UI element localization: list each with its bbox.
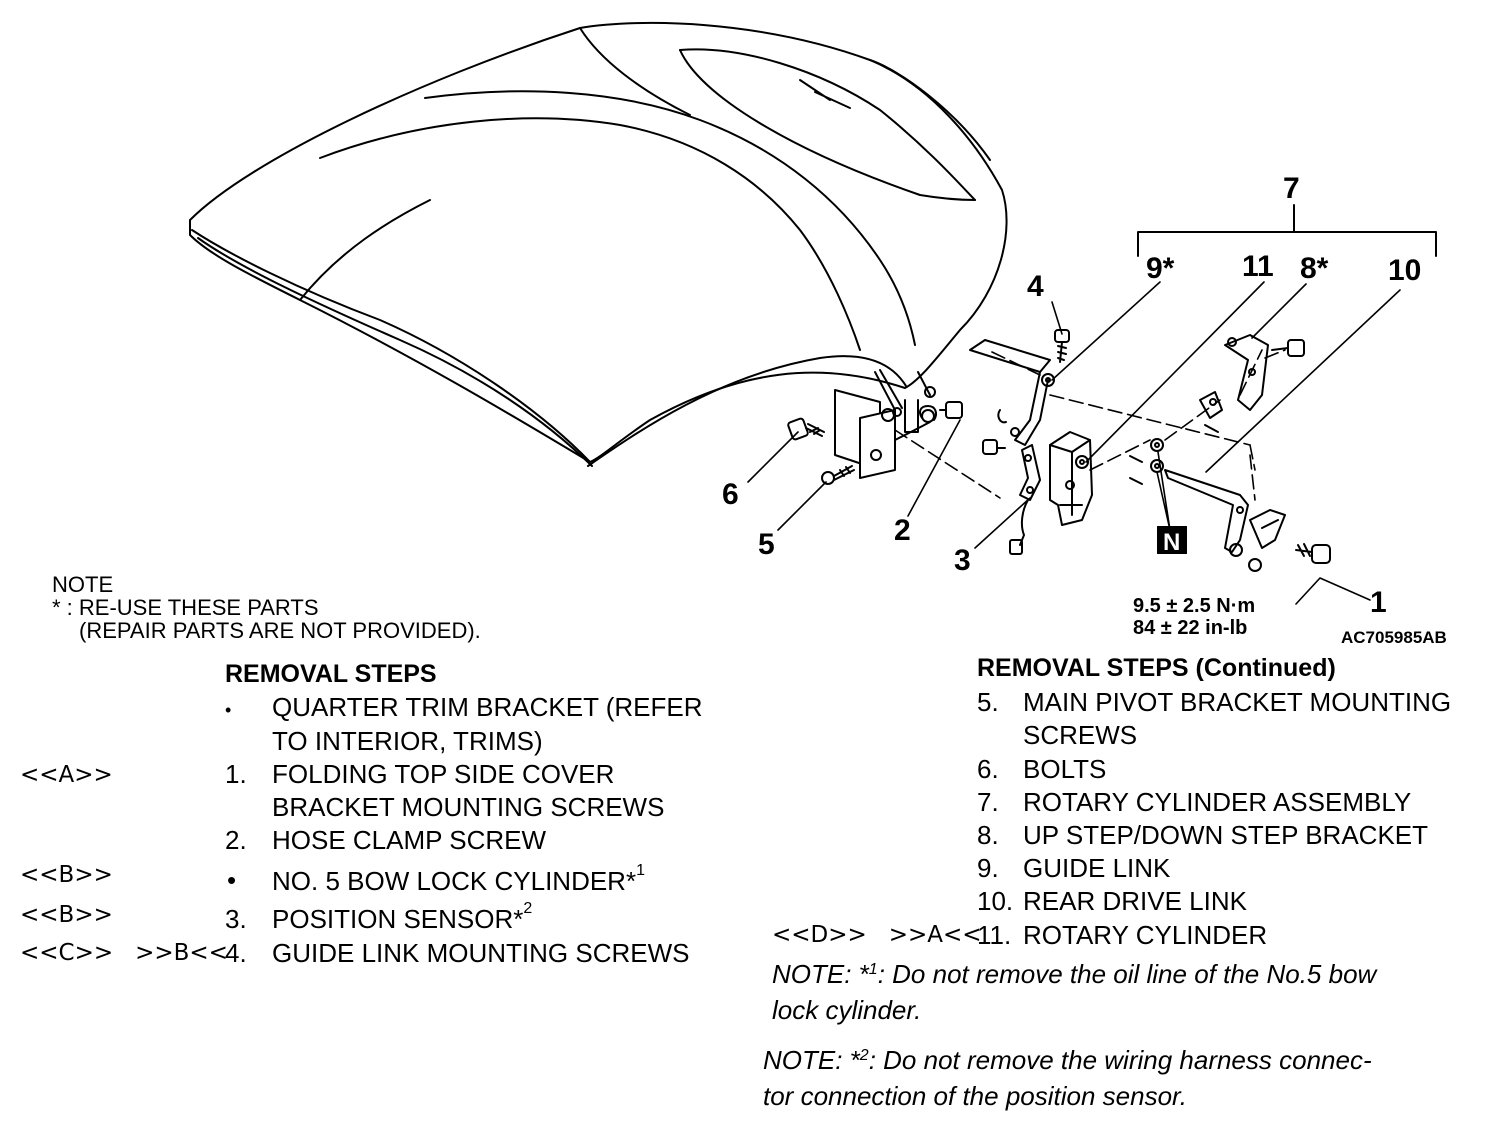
callout-4: 4 [1027,270,1044,303]
callout-9: 9* [1146,252,1175,285]
step-number: 9. [977,853,999,883]
note-oil-line: NOTE: *1: Do not remove the oil line of … [772,959,1377,989]
callout-10: 10 [1388,254,1421,287]
callout-1: 1 [1370,586,1387,619]
svg-text:N: N [1163,529,1180,556]
step-number: 11. [977,920,1012,950]
step-number: 2. [225,825,247,855]
position-sensor-3 [982,439,1041,555]
step-code: <<D>> >>A<< [772,922,982,948]
step-text: UP STEP/DOWN STEP BRACKET [1023,820,1429,850]
assembly-lines [894,349,1286,501]
exploded-parts-diagram: 6 5 2 3 4 7 9* 11 8* 10 1 N [189,21,1437,619]
torque-spec-inlb: 84 ± 22 in-lb [1133,617,1248,639]
callout-5: 5 [758,528,775,561]
step-text: TO INTERIOR, TRIMS) [272,726,543,756]
step-number: 6. [977,754,999,784]
folding-top-illustration [189,21,1008,467]
removal-steps-header: REMOVAL STEPS [225,660,437,688]
step-text: REAR DRIVE LINK [1023,886,1247,916]
note-repair: (REPAIR PARTS ARE NOT PROVIDED). [79,618,481,643]
step-code: <<A>> [20,762,113,788]
step-text: GUIDE LINK MOUNTING SCREWS [272,938,690,968]
step-text: POSITION SENSOR*2 [272,900,533,934]
note-reuse: * : RE-USE THESE PARTS [52,595,319,620]
step-text: FOLDING TOP SIDE COVER [272,759,615,789]
note-oil-line-cont: lock cylinder. [772,995,922,1025]
step-text: BRACKET MOUNTING SCREWS [272,792,665,822]
step-bullet: • [225,700,232,720]
callout-3: 3 [954,544,971,577]
note-wiring: NOTE: *2: Do not remove the wiring harne… [763,1045,1372,1075]
hose-clamp-screw-2 [919,401,963,423]
step-code: <<B>> [20,902,113,928]
step-code: <<C>> >>B<< [20,940,228,966]
leader-lines [747,281,1401,605]
step-bracket-8 [1199,334,1305,433]
torque-spec-nm: 9.5 ± 2.5 N·m [1133,595,1256,617]
step-number: 3. [225,904,247,934]
new-part-badge: N [1157,526,1187,556]
step-text: HOSE CLAMP SCREW [272,825,547,855]
step-text: NO. 5 BOW LOCK CYLINDER*1 [272,862,645,896]
step-code: <<B>> [20,862,113,888]
rotary-cylinder-11 [1049,431,1093,526]
step-bullet: • [227,865,237,895]
step-number: 4. [225,938,247,968]
note-title: NOTE [52,572,114,597]
callout-6: 6 [722,478,739,511]
step-text: ROTARY CYLINDER [1023,920,1268,950]
guide-link-screw-4 [1054,329,1070,363]
step-number: 1. [225,759,247,789]
assembly-7-bracket [1137,204,1437,257]
callout-8: 8* [1300,252,1329,285]
callout-2: 2 [894,514,911,547]
screw-5 [821,465,855,485]
step-number: 7. [977,787,999,817]
step-number: 10. [977,886,1014,916]
bolt-6 [787,417,825,441]
step-number: 5. [977,687,999,717]
callout-11: 11 [1242,250,1274,283]
step-text: MAIN PIVOT BRACKET MOUNTING [1023,687,1452,717]
step-text: SCREWS [1023,720,1138,750]
step-text: BOLTS [1023,754,1107,784]
note-wiring-cont: tor connection of the position sensor. [763,1081,1187,1111]
rear-drive-link-10 [1129,438,1331,572]
main-pivot-bracket [834,369,936,479]
step-text: ROTARY CYLINDER ASSEMBLY [1023,787,1412,817]
step-text: GUIDE LINK [1023,853,1171,883]
figure-reference: AC705985AB [1341,628,1447,647]
guide-link-bracket-9 [969,339,1055,446]
step-text: QUARTER TRIM BRACKET (REFER [272,692,703,722]
removal-steps-continued-header: REMOVAL STEPS (Continued) [977,654,1336,682]
step-number: 8. [977,820,999,850]
callout-7: 7 [1283,172,1300,205]
